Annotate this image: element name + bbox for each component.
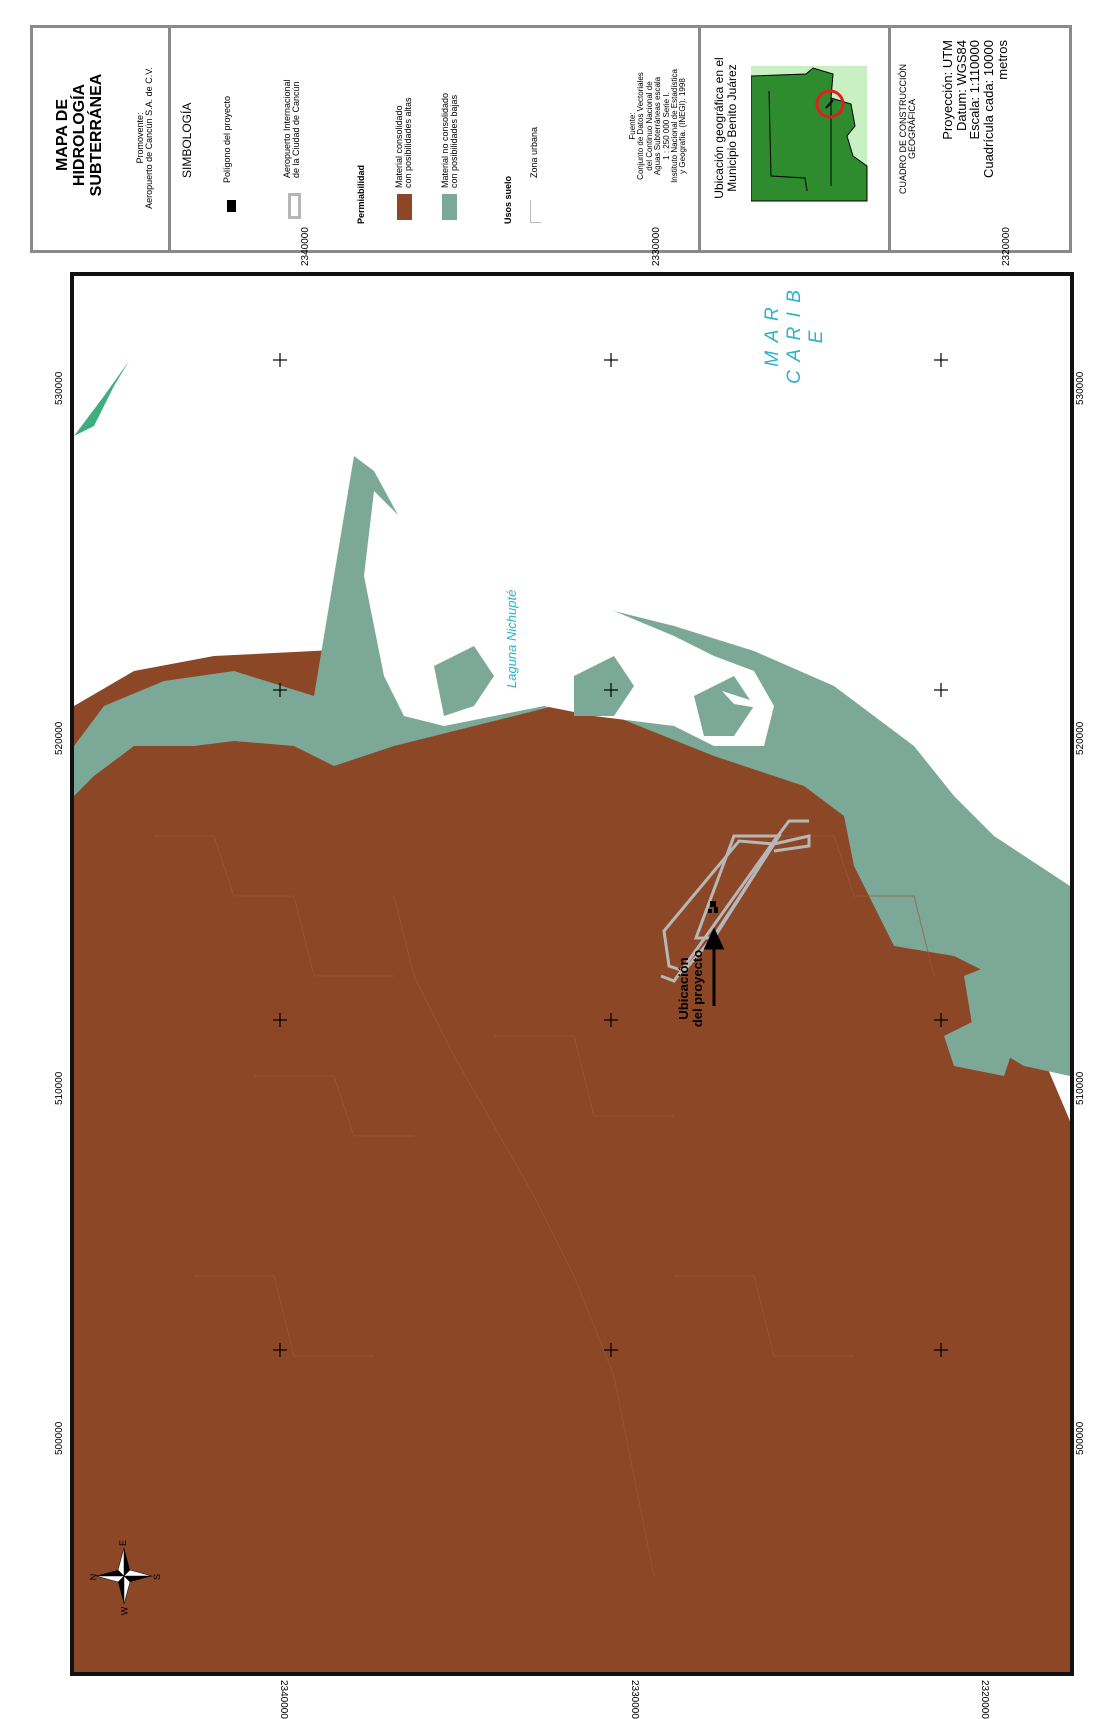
source-text: Fuente: Conjunto de Datos Vectoriales de… (628, 69, 688, 183)
sea-area (74, 276, 1070, 1121)
northing-top-2: 2320000 (1001, 227, 1012, 266)
northing-bottom-2: 2320000 (979, 1680, 990, 1719)
easting-right-3: 500000 (1075, 1421, 1086, 1455)
northing-bottom-0: 2340000 (278, 1680, 289, 1719)
easting-right-2: 510000 (1075, 1071, 1086, 1105)
easting-right-1: 520000 (1075, 721, 1086, 755)
locator-caption: Ubicación geográfica en el Municipio Ben… (712, 57, 739, 199)
graticule (273, 353, 948, 1357)
unconsolidated-swatch (442, 194, 457, 220)
polygon-swatch (227, 200, 236, 212)
west-label: W (119, 1606, 130, 1616)
urban-label: Zona urbana (529, 126, 539, 178)
map-frame[interactable]: M A R C A R I B E Laguna Nichupté Ubicac… (70, 272, 1074, 1676)
sea-label: M A R C A R I B E (762, 288, 827, 384)
legend-heading: SIMBOLOGÍA (180, 102, 194, 178)
consolidated-swatch (397, 194, 412, 220)
locator-circle (815, 89, 845, 119)
south-label: S (152, 1573, 163, 1581)
lagoon-label: Laguna Nichupté (504, 589, 519, 688)
map-canvas (74, 276, 1070, 1672)
airport-label: Aeropuerto Internacional de la Ciudad de… (282, 79, 302, 178)
consolidated-label: Material consolidado con posibilidades a… (394, 97, 414, 188)
legend-cell: SIMBOLOGÍA Polígono del proyecto Aeropue… (171, 28, 701, 250)
easting-left-0: 530000 (54, 371, 65, 405)
north-arrow-icon (95, 1547, 153, 1605)
easting-right-0: 530000 (1075, 371, 1086, 405)
project-location-label: Ubicación del proyecto (676, 949, 706, 1028)
locator-map (751, 66, 868, 202)
project-arrow (703, 927, 725, 1006)
easting-left-2: 510000 (54, 1071, 65, 1105)
northing-top-0: 2340000 (300, 227, 311, 266)
easting-left-3: 500000 (54, 1421, 65, 1455)
projection-cell: CUADRO DE CONSTRUCCIÓN GEOGRÁFICA Proyec… (891, 28, 1075, 250)
northing-top-1: 2330000 (651, 227, 662, 266)
map-title: MAPA DE HIDROLOGÍA SUBTERRÁNEA (54, 73, 105, 197)
projection-heading: CUADRO DE CONSTRUCCIÓN GEOGRÁFICA (898, 64, 918, 195)
locator-cell: Ubicación geográfica en el Municipio Ben… (701, 28, 891, 250)
polygon-label: Polígono del proyecto (222, 95, 232, 183)
northing-bottom-1: 2330000 (629, 1680, 640, 1719)
promoter-text: Promovente: Aeropuerto de Cancún S.A. de… (135, 67, 155, 209)
land-use-heading: Usos suelo (503, 175, 513, 224)
permeability-heading: Permiabilidad (356, 164, 366, 224)
title-cell: MAPA DE HIDROLOGÍA SUBTERRÁNEA Promovent… (33, 28, 171, 250)
east-label: E (118, 1539, 129, 1547)
easting-left-1: 520000 (54, 721, 65, 755)
unconsolidated-label: Material no consolidado con posibilidade… (440, 92, 460, 188)
urban-swatch (530, 200, 541, 223)
legend-strip: MAPA DE HIDROLOGÍA SUBTERRÁNEA Promovent… (30, 25, 1072, 253)
airport-swatch (288, 193, 301, 219)
north-label: N (88, 1573, 99, 1581)
projection-details: Proyección: UTM Datum: WGS84 Escala: 1:1… (940, 40, 1010, 179)
unconsolidated-zone (74, 456, 1070, 1056)
project-polygon (708, 901, 718, 913)
